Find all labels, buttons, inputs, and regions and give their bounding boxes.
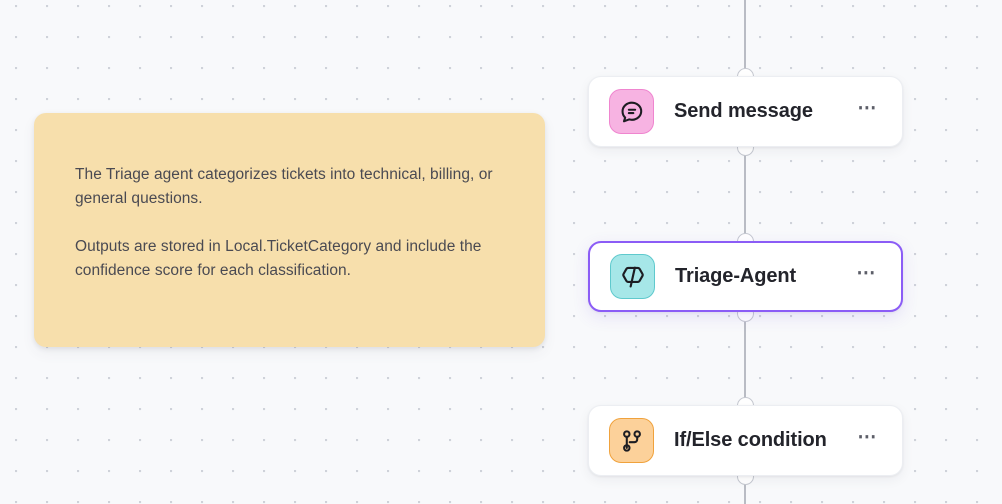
node-send-message[interactable]: Send message ⋯	[588, 76, 903, 147]
node-menu-ifelse-condition[interactable]: ⋯	[857, 426, 878, 448]
node-label-ifelse-condition: If/Else condition	[674, 429, 827, 451]
branch-fork-icon	[609, 418, 654, 463]
edge-line-send-to-triage	[744, 147, 746, 241]
sticky-note-paragraph-1: The Triage agent categorizes tickets int…	[75, 166, 493, 207]
node-label-send-message: Send message	[674, 100, 813, 122]
sticky-note[interactable]: The Triage agent categorizes tickets int…	[34, 113, 545, 347]
edge-line-bottom	[744, 476, 746, 504]
edge-line-top	[744, 0, 746, 76]
edge-line-triage-to-ifelse	[744, 313, 746, 405]
node-label-triage-agent: Triage-Agent	[675, 265, 797, 287]
node-triage-agent[interactable]: Triage-Agent ⋯	[588, 241, 903, 312]
node-menu-triage-agent[interactable]: ⋯	[856, 262, 877, 284]
node-menu-send-message[interactable]: ⋯	[857, 97, 878, 119]
sticky-note-paragraph-2: Outputs are stored in Local.TicketCatego…	[75, 238, 482, 279]
speech-bubble-icon	[609, 89, 654, 134]
node-ifelse-condition[interactable]: If/Else condition ⋯	[588, 405, 903, 476]
agent-hexagon-code-icon	[610, 254, 655, 299]
